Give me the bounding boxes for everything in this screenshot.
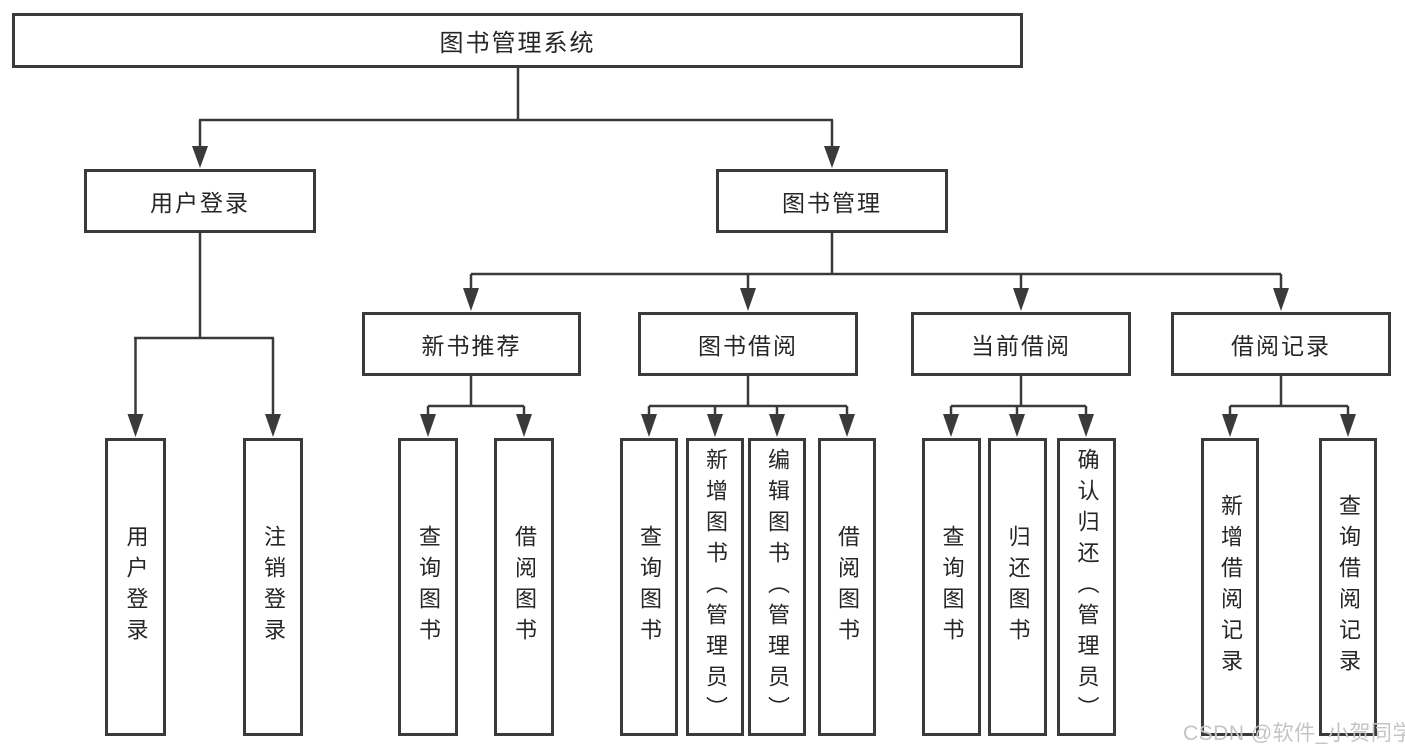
node-current-borrow: 当前借阅 xyxy=(911,312,1131,376)
leaf-label: 用户登录 xyxy=(123,525,149,649)
leaf-query-books-current: 查询图书 xyxy=(922,438,981,736)
leaf-label: 借阅图书 xyxy=(835,525,860,649)
node-label: 用户登录 xyxy=(150,190,250,216)
csdn-watermark: CSDN @软件_小贺同学 xyxy=(1183,722,1405,745)
leaf-label: 注销登录 xyxy=(261,525,286,649)
leaf-label: 归还图书 xyxy=(1005,525,1031,649)
leaf-borrow-books-recommend: 借阅图书 xyxy=(494,438,554,736)
node-book-management: 图书管理 xyxy=(716,169,948,233)
node-borrow-records: 借阅记录 xyxy=(1171,312,1391,376)
node-label: 图书借阅 xyxy=(698,333,798,359)
leaf-label: 新增图书（管理员） xyxy=(703,447,728,727)
node-label: 当前借阅 xyxy=(971,333,1071,359)
leaf-add-books-admin: 新增图书（管理员） xyxy=(686,438,744,736)
leaf-edit-books-admin: 编辑图书（管理员） xyxy=(748,438,806,736)
leaf-label: 确认归还（管理员） xyxy=(1074,447,1100,727)
leaf-borrow-books: 借阅图书 xyxy=(818,438,876,736)
leaf-user-login: 用户登录 xyxy=(105,438,166,736)
leaf-add-borrow-record: 新增借阅记录 xyxy=(1201,438,1259,736)
leaf-label: 查询图书 xyxy=(939,525,965,649)
leaf-logout: 注销登录 xyxy=(243,438,303,736)
node-new-book-recommend: 新书推荐 xyxy=(362,312,581,376)
node-label: 借阅记录 xyxy=(1231,333,1331,359)
leaf-label: 查询借阅记录 xyxy=(1336,494,1361,680)
leaf-label: 借阅图书 xyxy=(512,525,537,649)
node-label: 新书推荐 xyxy=(421,333,522,359)
node-root-library-system: 图书管理系统 xyxy=(12,13,1023,68)
leaf-label: 查询图书 xyxy=(637,525,662,649)
node-label: 图书管理系统 xyxy=(439,30,596,57)
leaf-query-books-recommend: 查询图书 xyxy=(398,438,458,736)
node-book-borrow: 图书借阅 xyxy=(638,312,858,376)
leaf-confirm-return-admin: 确认归还（管理员） xyxy=(1057,438,1116,736)
node-label: 图书管理 xyxy=(782,190,882,216)
leaf-label: 查询图书 xyxy=(416,525,441,649)
leaf-return-books: 归还图书 xyxy=(988,438,1047,736)
leaf-label: 编辑图书（管理员） xyxy=(765,447,790,727)
leaf-query-borrow-record: 查询借阅记录 xyxy=(1319,438,1377,736)
leaf-query-books-borrow: 查询图书 xyxy=(620,438,678,736)
leaf-label: 新增借阅记录 xyxy=(1218,494,1243,680)
node-user-login: 用户登录 xyxy=(84,169,316,233)
